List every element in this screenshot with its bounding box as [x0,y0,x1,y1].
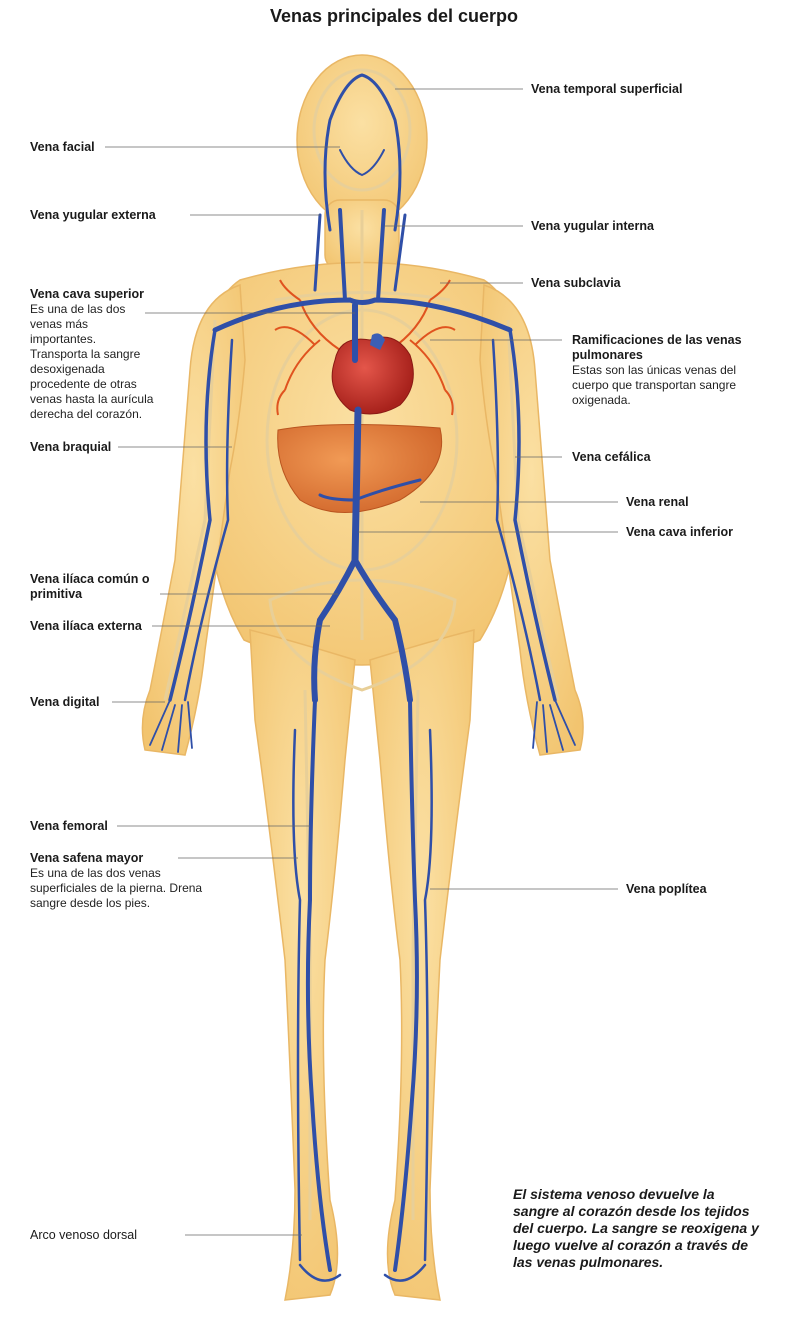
page-title: Venas principales del cuerpo [0,6,788,27]
label-pulmonares: Ramificaciones de las venas pulmonares E… [572,333,762,408]
label-femoral: Vena femoral [30,819,108,834]
label-cava-superior: Vena cava superior Es una de las dos ven… [30,287,155,422]
label-subclavia: Vena subclavia [531,276,621,291]
label-poplitea: Vena poplítea [626,882,707,897]
label-safena: Vena safena mayor Es una de las dos vena… [30,851,230,911]
label-iliaca-externa: Vena ilíaca externa [30,619,142,634]
label-iliaca-comun: Vena ilíaca común o primitiva [30,572,158,602]
label-renal: Vena renal [626,495,689,510]
label-vena-temporal: Vena temporal superficial [531,82,682,97]
label-cefalica: Vena cefálica [572,450,651,465]
footer-note: El sistema venoso devuelve la sangre al … [513,1186,763,1271]
label-yugular-interna: Vena yugular interna [531,219,654,234]
label-vena-facial: Vena facial [30,140,95,155]
heart [332,337,413,414]
label-yugular-externa: Vena yugular externa [30,208,156,223]
pulmonares-description: Estas son las únicas venas del cuerpo qu… [572,363,736,407]
label-digital: Vena digital [30,695,99,710]
safena-description: Es una de las dos venas superficiales de… [30,866,202,910]
label-arco-venoso: Arco venoso dorsal [30,1228,137,1243]
label-braquial: Vena braquial [30,440,111,455]
cava-superior-description: Es una de las dos venas más importantes.… [30,302,153,421]
label-cava-inferior: Vena cava inferior [626,525,733,540]
